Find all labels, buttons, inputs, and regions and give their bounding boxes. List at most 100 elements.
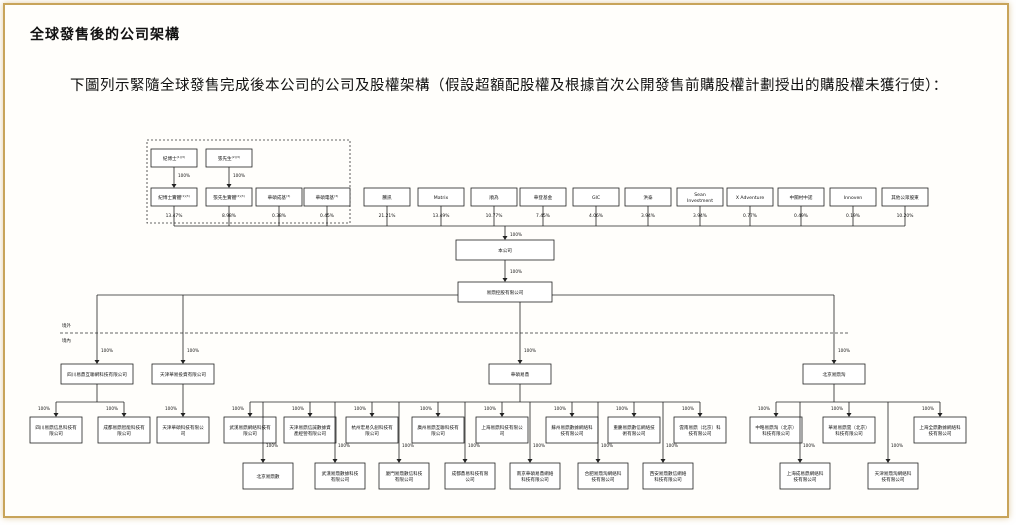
stake-label: 100% <box>101 348 113 353</box>
entity-label: 技有限公司 <box>689 430 712 437</box>
entity-label: 上海全鼎數據網絡科 <box>919 424 961 431</box>
stake-label: 100% <box>178 173 190 178</box>
stake-label: 100% <box>233 173 245 178</box>
entity-label: 四川易鼎互聯網科技有限公司 <box>67 371 127 378</box>
arrow-head <box>307 413 313 417</box>
entity-label: 公司 <box>465 477 475 483</box>
entity-note: (2)(3) <box>236 194 245 198</box>
entity-label: 本公司 <box>498 247 512 254</box>
founder-group-outline <box>146 139 351 224</box>
arrow-head <box>831 360 837 364</box>
stake-label: 100% <box>232 406 244 411</box>
entity-label: 張先生(2)(3) <box>218 155 240 162</box>
entity-label: 順為 <box>489 194 499 201</box>
stake-label: 100% <box>187 348 199 353</box>
entity-label: 技有限公司 <box>929 430 952 437</box>
entity-label: 術有限公司 <box>623 430 646 437</box>
arrow-head <box>773 413 779 417</box>
level2-box <box>345 416 399 444</box>
stake-label: 100% <box>554 406 566 411</box>
stake-label: 100% <box>106 406 118 411</box>
stake-label: 100% <box>38 406 50 411</box>
entity-label: 上海易鼎科技有限公 <box>481 424 523 431</box>
stake-label: 100% <box>682 406 694 411</box>
level2-box <box>822 416 876 444</box>
stake-label: 100% <box>803 443 815 448</box>
entity-label: 技有限公司 <box>561 430 584 437</box>
stake-label: 100% <box>922 406 934 411</box>
stake-label: 100% <box>484 406 496 411</box>
level3-box <box>577 462 629 490</box>
entity-label: 華登基金 <box>534 194 553 201</box>
arrow-head <box>94 360 100 364</box>
level2-box <box>411 416 465 444</box>
arrow-head <box>885 459 891 463</box>
arrow-head <box>502 278 508 282</box>
arrow-head <box>121 413 127 417</box>
stake-label: 100% <box>266 443 278 448</box>
entity-label: 蘇州易鼎數據網絡科 <box>551 424 593 431</box>
entity-label: 華易易鼎雲（北京） <box>828 424 869 431</box>
entity-label: 合肥易鼎淘網絡科 <box>585 470 622 477</box>
entity-note: (1)(3) <box>177 155 186 159</box>
level2-box <box>673 416 727 444</box>
stake-label: 100% <box>292 406 304 411</box>
section-title: 全球發售後的公司架構 <box>30 27 180 43</box>
level3-box <box>378 462 430 490</box>
entity-label: 科技有限公司 <box>654 476 682 483</box>
arrow-head <box>53 413 59 417</box>
entity-label: 武漢易鼎網絡科技有 <box>229 424 271 431</box>
stake-label: 100% <box>838 348 850 353</box>
arrow-head <box>846 413 852 417</box>
level2-box <box>749 416 803 444</box>
arrow-head <box>462 459 468 463</box>
entity-label: 技有限公司 <box>592 476 615 483</box>
entity-label: 限公司 <box>117 430 131 437</box>
arrow-head <box>631 413 637 417</box>
entity-label: GIC <box>592 195 600 201</box>
entity-label: 科技有限公司 <box>835 430 863 437</box>
level2-box <box>283 416 337 444</box>
stake-label: 100% <box>524 348 536 353</box>
arrow-head <box>435 413 441 417</box>
level3-box <box>867 462 919 490</box>
entity-label: 騰訊 <box>382 194 392 201</box>
arrow-head <box>937 413 943 417</box>
arrow-head <box>171 184 177 188</box>
arrow-head <box>502 236 508 240</box>
level2-box <box>97 416 151 444</box>
stake-label: 100% <box>601 443 613 448</box>
stake-label: 100% <box>758 406 770 411</box>
entity-label: 雲南易鼎（北京）科 <box>679 424 721 431</box>
entity-label: 南京華碩易鼎網絡 <box>517 470 554 477</box>
entity-label: 科技有限公司 <box>762 430 790 437</box>
entity-label: Sean <box>694 192 706 198</box>
entity-label: 廣州易鼎互聯科技有 <box>417 424 459 431</box>
level2-box <box>475 416 529 444</box>
entity-note: (3) <box>334 194 338 198</box>
arrow-head <box>260 459 266 463</box>
entity-label: 天津華碩科技有限公 <box>162 424 204 431</box>
offshore-label: 境外 <box>62 322 71 329</box>
entity-label: 技有限公司 <box>794 476 817 483</box>
entity-label: Innoven <box>844 195 863 201</box>
entity-label: 廈門易鼎數信科技 <box>386 470 423 477</box>
level2-box <box>607 416 661 444</box>
entity-label: 成都鼎易科技有限 <box>452 470 489 477</box>
entity-label: 易鼎控股有限公司 <box>487 289 524 296</box>
level3-box <box>314 462 366 490</box>
arrow-head <box>499 413 505 417</box>
level2-box <box>223 416 277 444</box>
stake-label: 100% <box>165 406 177 411</box>
entity-label: 中關村中諾 <box>790 194 813 201</box>
entity-label: 技有限公司 <box>882 476 905 483</box>
entity-label: 四川易鼎信息科技有 <box>35 424 77 431</box>
entity-label: 天津易鼎淘網絡科 <box>875 470 912 477</box>
stake-label: 100% <box>533 443 545 448</box>
arrow-head <box>369 413 375 417</box>
stake-label: 100% <box>666 443 678 448</box>
entity-label: Matrix <box>434 195 449 201</box>
entity-label: 西安易鼎數信網絡 <box>650 470 687 477</box>
arrow-head <box>247 413 253 417</box>
arrow-head <box>595 459 601 463</box>
